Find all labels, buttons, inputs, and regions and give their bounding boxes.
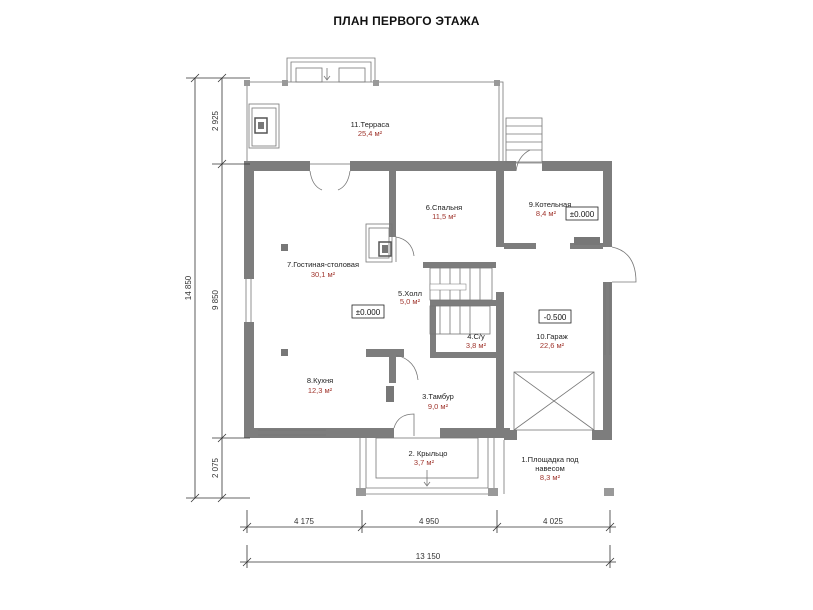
boiler-stairs [505,117,543,163]
room-area-canopy: 8,3 м² [540,473,561,482]
dimension-labels: 14 850 2 925 9 850 2 075 4 175 4 950 4 0… [184,110,564,561]
plan-title: ПЛАН ПЕРВОГО ЭТАЖА [333,14,480,28]
dim-horizontal-total: 13 150 [416,552,441,561]
dim-vertical-total: 14 850 [184,275,193,300]
dim-vertical-porch: 2 075 [211,457,220,478]
room-name-living: 7.Гостиная-столовая [287,260,359,269]
room-area-boiler: 8,4 м² [536,209,557,218]
room-name-hall: 5.Холл [398,289,422,298]
room-name-canopy-line1: 1.Площадка под [521,455,579,464]
room-name-vestibule: 3.Тамбур [422,392,454,401]
dim-vertical-house: 9 850 [211,289,220,310]
garage-parking [513,371,595,431]
level-living: ±0.000 [356,308,381,317]
room-name-boiler: 9.Котельная [529,200,572,209]
room-area-living: 30,1 м² [311,270,336,279]
room-area-bedroom: 11,5 м² [432,212,456,221]
columns [281,237,600,402]
room-name-bedroom: 6.Спальня [426,203,462,212]
room-name-wc: 4.С/у [467,332,485,341]
room-area-wc: 3,8 м² [466,341,487,350]
terrace-fireplace [248,103,280,149]
level-boiler: ±0.000 [570,210,595,219]
dim-vertical-terrace: 2 925 [211,110,220,131]
room-name-porch: 2. Крыльцо [409,449,448,458]
room-name-canopy-line2: навесом [535,464,565,473]
room-area-kitchen: 12,3 м² [308,386,333,395]
living-fireplace [365,223,393,263]
level-garage: -0.500 [544,313,567,322]
room-area-porch: 3,7 м² [414,458,435,467]
room-name-garage: 10.Гараж [536,332,568,341]
porch [356,437,614,496]
dim-horizontal-left: 4 175 [294,517,315,526]
windows [245,162,611,436]
room-name-kitchen: 8.Кухня [307,376,333,385]
dim-horizontal-right: 4 025 [543,517,564,526]
interior-stair [429,267,493,335]
terrace-outline [244,57,504,165]
dimension-lines [186,73,616,568]
room-area-garage: 22,6 м² [540,341,565,350]
room-area-hall: 5,0 м² [400,297,421,306]
room-area-terrace: 25,4 м² [358,129,383,138]
room-name-terrace: 11.Терраса [351,120,390,129]
walls [244,161,612,440]
doors [309,149,637,436]
level-markers: ±0.000 ±0.000 -0.500 [351,206,599,324]
dim-horizontal-middle: 4 950 [419,517,440,526]
room-labels: 11.Терраса 25,4 м² 6.Спальня 11,5 м² 9.К… [287,120,579,482]
room-area-vestibule: 9,0 м² [428,402,449,411]
